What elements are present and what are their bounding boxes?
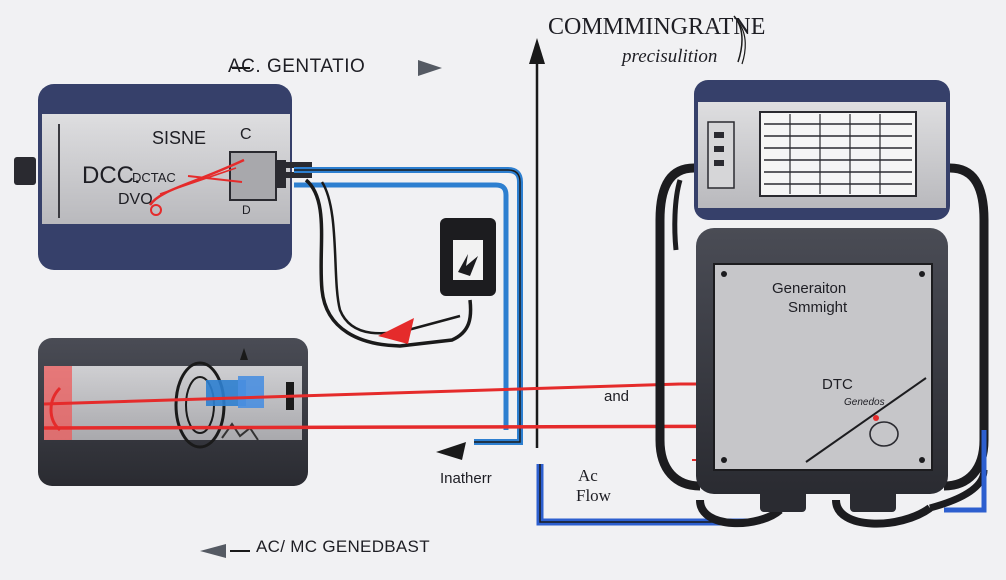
dc-module-terminal: [229, 151, 277, 201]
dc-tac-label: DCTAC: [132, 170, 176, 185]
generator-panel: [713, 263, 933, 471]
generation-label: Generaiton: [772, 280, 847, 297]
c-label: C: [240, 126, 252, 143]
vertical-axis: [529, 38, 545, 448]
ac-gen-arrow-icon: [418, 60, 442, 76]
generator-vent: [759, 111, 917, 197]
dtc-label: DTC: [822, 376, 853, 393]
ac-generator-label: AC. GENTATIO: [228, 56, 366, 77]
small-note-label: Genedos: [844, 397, 885, 408]
dcc-label: DCC.: [82, 162, 141, 189]
ac-mc-arrow-icon: [200, 544, 226, 558]
center-arrow: [436, 442, 466, 460]
smrnight-label: Smmight: [788, 299, 848, 316]
plug-device: [440, 218, 496, 296]
commutator-title: COMMMINGRATNE: [548, 14, 766, 40]
dc-module-side-plug: [14, 157, 36, 185]
ac-flow-label-flow: Flow: [576, 486, 611, 505]
and-label: and: [604, 388, 630, 405]
ac-module: [38, 338, 308, 486]
generator-unit: [655, 80, 989, 528]
left-red-arrow: [378, 318, 414, 344]
sisne-label: SISNE: [152, 128, 207, 148]
ac-flow-label-ac: Ac: [578, 466, 598, 485]
ac-mc-label: AC/ MC GENEDBAST: [256, 537, 430, 556]
d-label: D: [242, 203, 251, 217]
blue-bracket: [536, 464, 750, 526]
label-arrows: [200, 15, 746, 558]
black-wire-loop: [304, 178, 473, 348]
blue-wire-upper: [294, 167, 523, 445]
dvo-label: DVO: [118, 191, 153, 208]
inatherr-label: Inatherr: [440, 470, 492, 487]
dc-module: [14, 84, 312, 270]
precision-subtitle: precisulition: [622, 46, 718, 67]
